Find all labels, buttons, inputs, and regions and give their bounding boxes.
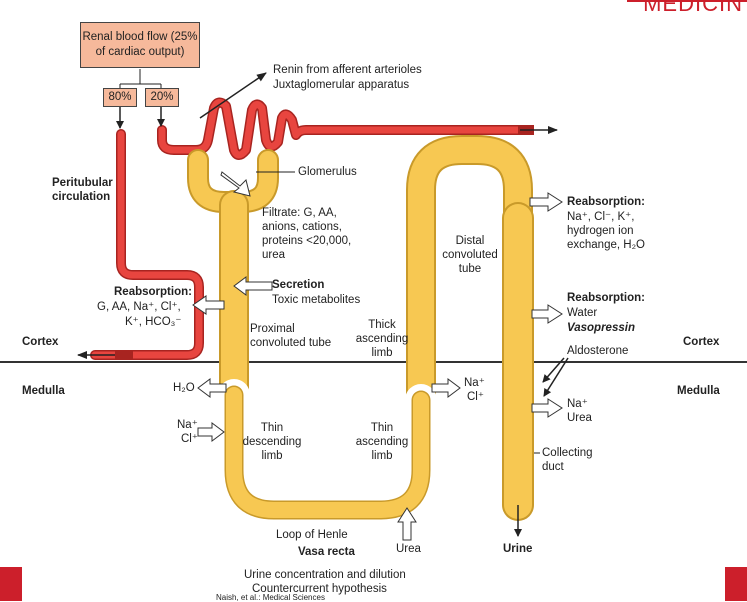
filtrate-label-2: anions, cations, bbox=[262, 221, 342, 233]
corner-accent-left bbox=[0, 567, 22, 601]
urine-label: Urine bbox=[503, 543, 533, 555]
brand-line bbox=[627, 0, 747, 2]
filtrate-label-1: Filtrate: G, AA, bbox=[262, 207, 337, 219]
footer-line1: Urine concentration and dilution bbox=[244, 569, 406, 581]
filtrate-label-3: proteins <20,000, bbox=[262, 235, 352, 247]
nacl-out-arrow bbox=[431, 378, 461, 398]
reabsorption-right1-line1: Na⁺, Cl⁻, K⁺, bbox=[567, 211, 635, 223]
peritubular-label-1: Peritubular bbox=[52, 177, 113, 189]
split-20-box: 20% bbox=[145, 88, 179, 107]
aldosterone-pointer-2 bbox=[543, 357, 569, 397]
reabsorption-right1-arrow bbox=[529, 192, 563, 212]
reabsorption-left-line1: G, AA, Na⁺, Cl⁺, bbox=[97, 301, 181, 313]
blood-flow-line2: of cardiac output) bbox=[95, 46, 185, 58]
thick-label-2: ascending bbox=[355, 333, 409, 345]
aldosterone-label: Aldosterone bbox=[567, 345, 629, 357]
secretion-text: Toxic metabolites bbox=[272, 294, 361, 306]
reabsorption-left-title: Reabsorption: bbox=[114, 286, 192, 298]
reabsorption-right2-water: Water bbox=[567, 307, 598, 319]
thin-desc-label-2: descending bbox=[242, 436, 302, 448]
thick-label-3: limb bbox=[371, 347, 393, 359]
medulla-right-label: Medulla bbox=[677, 385, 720, 397]
renal-blood-flow-box: Renal blood flow (25% of cardiac output) bbox=[80, 22, 200, 68]
nacl-left-cl: Cl⁺ bbox=[181, 433, 198, 445]
peritubular-label-2: circulation bbox=[52, 191, 111, 203]
filtrate-arrow bbox=[220, 171, 251, 197]
vasa-label: Vasa recta bbox=[298, 546, 355, 558]
block-arrows bbox=[192, 171, 563, 541]
renin-label-2: Juxtaglomerular apparatus bbox=[273, 79, 410, 91]
nacl-mid-na: Na⁺ bbox=[464, 377, 485, 389]
peritubular-vessel bbox=[90, 129, 204, 360]
nacl-in-arrow bbox=[197, 422, 225, 442]
blood-flow-line1: Renal blood flow (25% bbox=[82, 31, 198, 43]
reabsorption-right2-title: Reabsorption: bbox=[567, 292, 645, 304]
reabsorption-left-arrow bbox=[192, 295, 225, 315]
renin-label-1: Renin from afferent arterioles bbox=[273, 64, 422, 76]
urea-label: Urea bbox=[396, 543, 421, 555]
proximal-label-2: convoluted tube bbox=[250, 337, 332, 349]
secretion-arrow bbox=[233, 276, 273, 296]
filtrate-label-4: urea bbox=[262, 249, 286, 261]
urea-arrow bbox=[397, 507, 417, 541]
thin-asc-label-2: ascending bbox=[355, 436, 409, 448]
brand-logo-text: MEDICIN bbox=[643, 0, 743, 16]
thick-label-1: Thick bbox=[368, 319, 396, 331]
reabsorption-right1-title: Reabsorption: bbox=[567, 196, 645, 208]
cortex-left-label: Cortex bbox=[22, 336, 59, 348]
thin-desc-label-3: limb bbox=[261, 450, 283, 462]
secretion-title: Secretion bbox=[272, 279, 325, 291]
split-80-label: 80% bbox=[108, 91, 132, 103]
thin-desc-label-1: Thin bbox=[260, 422, 284, 434]
proximal-label-1: Proximal bbox=[250, 323, 295, 335]
medulla-left-label: Medulla bbox=[22, 385, 65, 397]
na-urea-na: Na⁺ bbox=[567, 398, 588, 410]
vasopressin-label: Vasopressin bbox=[567, 322, 635, 334]
distal-label-3: tube bbox=[458, 263, 482, 275]
footer-citation: Naish, et al.: Medical Sciences bbox=[216, 593, 325, 602]
h2o-label: H₂O bbox=[173, 382, 195, 394]
reabsorption-right1-line2: hydrogen ion bbox=[567, 225, 634, 237]
thin-asc-label-1: Thin bbox=[370, 422, 394, 434]
split-20-label: 20% bbox=[150, 91, 174, 103]
reabsorption-left-line2: K⁺, HCO₃⁻ bbox=[125, 316, 182, 328]
cortex-right-label: Cortex bbox=[683, 336, 720, 348]
na-urea-arrow bbox=[531, 398, 563, 418]
na-urea-urea: Urea bbox=[567, 412, 592, 424]
aldosterone-pointer-1 bbox=[542, 357, 565, 383]
distal-label-1: Distal bbox=[455, 235, 485, 247]
vessel-cap-left bbox=[115, 350, 133, 360]
collecting-label-2: duct bbox=[542, 461, 564, 473]
thin-asc-label-3: limb bbox=[371, 450, 393, 462]
footer-line2: Countercurrent hypothesis bbox=[252, 583, 387, 595]
glomerulus-label: Glomerulus bbox=[298, 166, 357, 178]
nacl-left-na: Na⁺ bbox=[177, 419, 198, 431]
h2o-arrow bbox=[197, 378, 227, 398]
thin-limb-overlay bbox=[218, 379, 437, 526]
loop-label: Loop of Henle bbox=[276, 529, 348, 541]
distal-label-2: convoluted bbox=[442, 249, 498, 261]
renin-arrow bbox=[199, 72, 267, 119]
collecting-label-1: Collecting bbox=[542, 447, 593, 459]
split-80-box: 80% bbox=[103, 88, 137, 107]
corner-accent-right bbox=[725, 567, 747, 601]
nacl-mid-cl: Cl⁺ bbox=[467, 391, 484, 403]
reabsorption-right1-line3: exchange, H₂O bbox=[567, 239, 645, 251]
reabsorption-right2-arrow bbox=[531, 304, 563, 324]
